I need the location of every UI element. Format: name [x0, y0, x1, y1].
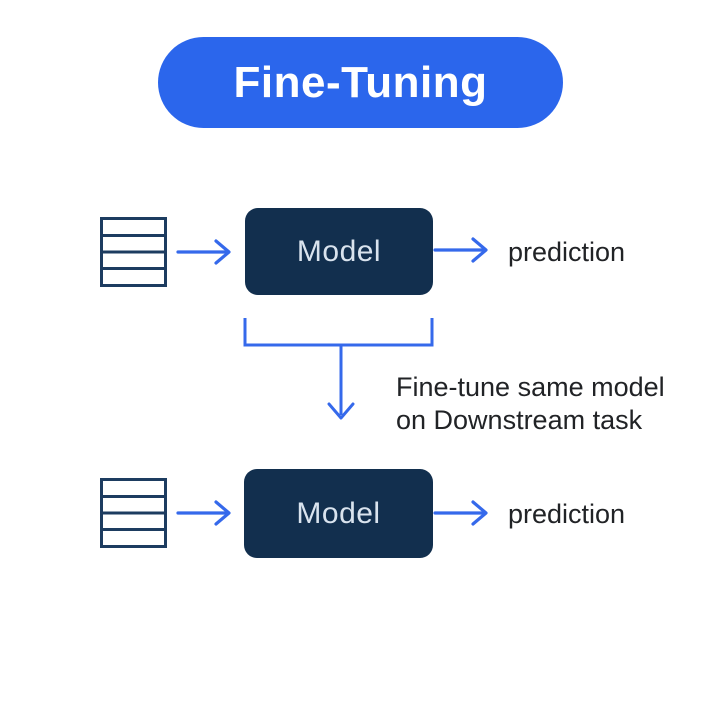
finetune-annotation-line1: Fine-tune same model [396, 372, 665, 402]
prediction-text: prediction [508, 237, 626, 267]
page-title: Fine-Tuning [233, 57, 488, 107]
prediction-text: prediction [508, 499, 626, 529]
dataset-stacked-rows-icon [100, 478, 167, 548]
arrow-right-icon [433, 500, 488, 526]
finetune-annotation-line2: on Downstream task [396, 405, 643, 435]
model-label: Model [296, 234, 382, 268]
title-pill: Fine-Tuning [158, 37, 563, 128]
arrow-right-icon [176, 500, 231, 526]
finetune-annotation: Fine-tune same model on Downstream task [396, 371, 665, 437]
arrow-right-icon [176, 239, 231, 265]
model-label: Model [296, 496, 381, 530]
dataset-stacked-rows-icon [100, 217, 167, 287]
bracket-arrow-down-icon [243, 318, 434, 420]
arrow-right-icon [433, 237, 488, 263]
model-box: Model [245, 208, 433, 295]
model-box: Model [244, 469, 433, 558]
